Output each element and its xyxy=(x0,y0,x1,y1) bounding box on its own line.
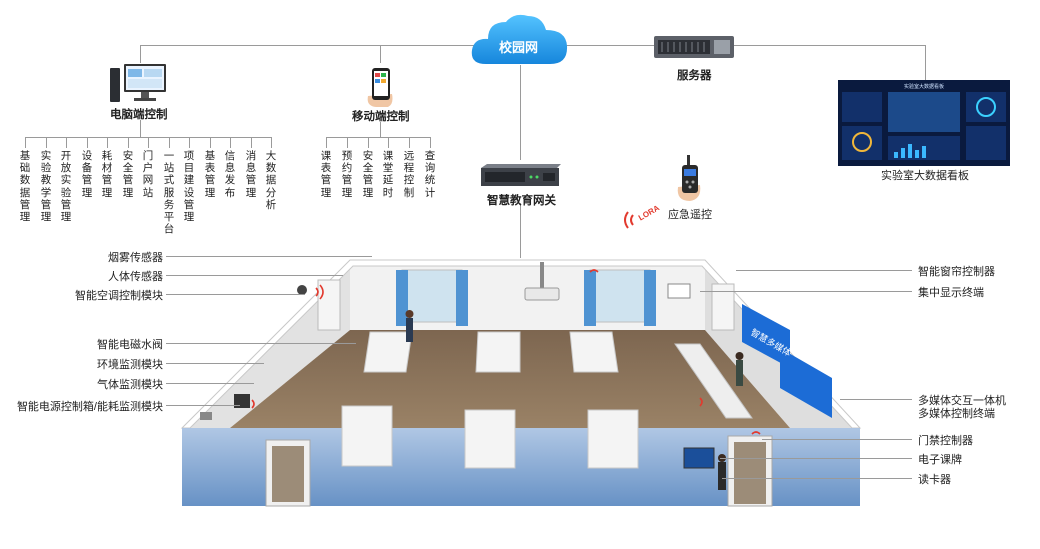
pc-tree-branch xyxy=(169,137,170,148)
left-device-label: 人体传感器 xyxy=(108,271,163,283)
mobile-function-item: 安全管理 xyxy=(362,150,374,199)
pc-tree-stem xyxy=(140,120,141,137)
pc-function-item: 安全管理 xyxy=(122,150,134,199)
pc-function-item: 消息管理 xyxy=(245,150,257,199)
pc-tree-branch xyxy=(251,137,252,148)
gateway-room-line xyxy=(520,203,521,258)
remote-label: 应急遥控 xyxy=(668,209,712,221)
right-leader-line xyxy=(736,270,912,271)
classroom-scene: 智慧多媒体 xyxy=(180,259,862,507)
pc-label: 电脑端控制 xyxy=(110,109,168,121)
mobile-tree-branch xyxy=(368,137,369,148)
pc-function-item: 项目建设管理 xyxy=(183,150,195,224)
left-device-label: 气体监测模块 xyxy=(97,379,163,391)
mobile-function-item: 远程控制 xyxy=(403,150,415,199)
dashboard-line xyxy=(925,45,926,80)
desktop-computer-icon xyxy=(110,64,166,102)
left-device-label: 智能空调控制模块 xyxy=(75,290,163,302)
lora-signal-icon: LORA xyxy=(624,203,661,229)
dashboard-label: 实验室大数据看板 xyxy=(881,170,969,182)
right-device-label: 多媒体控制终端 xyxy=(918,408,995,420)
right-leader-line xyxy=(722,478,912,479)
right-leader-line xyxy=(762,439,912,440)
right-leader-line xyxy=(700,291,912,292)
pc-tree-branch xyxy=(87,137,88,148)
pc-tree-branch xyxy=(189,137,190,148)
left-leader-line xyxy=(166,275,343,276)
pc-function-item: 耗材管理 xyxy=(101,150,113,199)
pc-function-item: 信息发布 xyxy=(224,150,236,199)
mobile-tree-stem xyxy=(380,122,381,137)
left-leader-line xyxy=(166,383,254,384)
cloud-label: 校园网 xyxy=(499,40,539,55)
right-device-label: 门禁控制器 xyxy=(918,435,973,447)
dashboard-screen: 实验室大数据看板 xyxy=(838,80,1010,166)
mobile-line xyxy=(380,45,381,63)
pc-tree-branch xyxy=(25,137,26,148)
pc-tree-branch xyxy=(46,137,47,148)
left-device-label: 环境监测模块 xyxy=(97,359,163,371)
left-device-label: 烟雾传感器 xyxy=(108,252,163,264)
right-device-label: 智能窗帘控制器 xyxy=(918,266,995,278)
right-device-label: 多媒体交互一体机 xyxy=(918,395,1006,407)
left-leader-line xyxy=(166,294,305,295)
mobile-function-item: 课表管理 xyxy=(320,150,332,199)
pc-tree-branch xyxy=(128,137,129,148)
gateway-label: 智慧教育网关 xyxy=(487,195,556,207)
pc-tree-branch xyxy=(210,137,211,148)
right-leader-line xyxy=(720,458,912,459)
mobile-function-item: 预约管理 xyxy=(341,150,353,199)
pc-function-item: 实验教学管理 xyxy=(40,150,52,224)
cloud-icon xyxy=(471,14,568,64)
pc-function-item: 大数据分析 xyxy=(265,150,277,211)
pc-tree-branch xyxy=(66,137,67,148)
pc-tree-branch xyxy=(230,137,231,148)
mobile-tree-branch xyxy=(388,137,389,148)
gateway-line xyxy=(520,65,521,160)
right-device-label: 读卡器 xyxy=(918,474,951,486)
mobile-tree-branch xyxy=(430,137,431,148)
left-device-label: 智能电磁水阀 xyxy=(97,339,163,351)
pc-function-item: 开放实验管理 xyxy=(60,150,72,224)
pc-tree-branch xyxy=(148,137,149,148)
gateway-device-icon xyxy=(481,164,561,186)
mobile-tree-branch xyxy=(347,137,348,148)
right-leader-line xyxy=(840,399,912,400)
left-leader-line xyxy=(166,363,264,364)
lora-text: LORA xyxy=(637,203,661,222)
mobile-label: 移动端控制 xyxy=(352,111,410,123)
mobile-function-item: 查询统计 xyxy=(424,150,436,199)
pc-function-item: 门户网站 xyxy=(142,150,154,199)
pc-function-item: 基础数据管理 xyxy=(19,150,31,224)
remote-control-icon xyxy=(677,155,701,201)
pc-function-item: 基表管理 xyxy=(204,150,216,199)
right-device-label: 集中显示终端 xyxy=(918,287,984,299)
left-leader-line xyxy=(166,343,356,344)
pc-function-item: 设备管理 xyxy=(81,150,93,199)
mobile-tree-bar xyxy=(326,137,430,138)
pc-line xyxy=(140,45,141,63)
pc-tree-branch xyxy=(107,137,108,148)
dashboard-screen-title: 实验室大数据看板 xyxy=(904,83,944,90)
pc-function-item: 一站式服务平台 xyxy=(163,150,175,236)
right-device-label: 电子课牌 xyxy=(918,454,962,466)
server-label: 服务器 xyxy=(677,70,712,82)
left-leader-line xyxy=(166,405,240,406)
mobile-tree-branch xyxy=(326,137,327,148)
left-leader-line xyxy=(166,256,372,257)
mobile-tree-branch xyxy=(409,137,410,148)
phone-hand-icon xyxy=(367,68,393,107)
left-device-label: 智能电源控制箱/能耗监测模块 xyxy=(16,401,163,413)
mobile-function-item: 课堂延时 xyxy=(382,150,394,199)
pc-tree-branch xyxy=(271,137,272,148)
server-icon xyxy=(654,36,734,58)
